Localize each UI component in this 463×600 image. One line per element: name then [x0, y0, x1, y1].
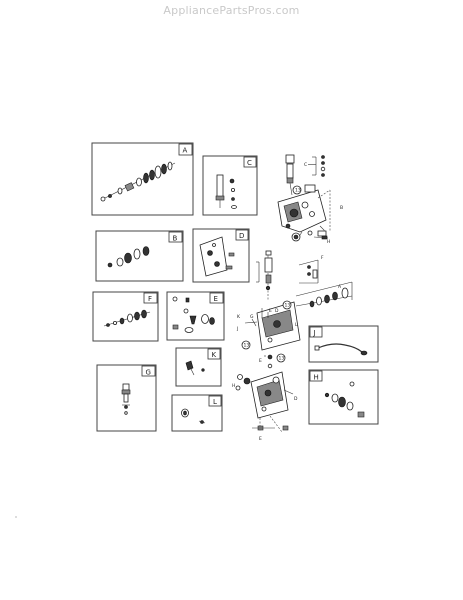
- svg-text:E: E: [269, 308, 272, 314]
- panel-g[interactable]: G: [96, 364, 157, 432]
- panel-l[interactable]: L: [171, 394, 223, 432]
- svg-text:D: D: [294, 396, 298, 402]
- watermark: AppliancePartsPros.com: [163, 4, 300, 17]
- scan-speck: [15, 516, 17, 518]
- svg-text:13: 13: [295, 188, 301, 194]
- svg-text:C: C: [247, 159, 252, 167]
- panel-e[interactable]: E: [166, 291, 225, 341]
- panel-b[interactable]: B: [95, 230, 184, 282]
- svg-text:D: D: [239, 232, 244, 240]
- central-pump-body: F A 13 13 13 J G E D K L E: [236, 255, 353, 369]
- svg-text:K: K: [237, 314, 241, 320]
- svg-text:L: L: [213, 398, 217, 406]
- panel-h[interactable]: H: [308, 369, 379, 425]
- svg-text:G: G: [250, 314, 254, 320]
- svg-text:B: B: [340, 205, 343, 211]
- svg-text:E: E: [214, 295, 218, 303]
- svg-text:H: H: [327, 239, 330, 245]
- svg-text:13: 13: [279, 356, 285, 362]
- svg-text:J: J: [236, 326, 238, 332]
- svg-text:L: L: [295, 322, 298, 328]
- svg-text:F: F: [148, 295, 152, 303]
- svg-text:K: K: [212, 351, 217, 359]
- svg-text:E: E: [259, 358, 262, 364]
- svg-text:D: D: [275, 308, 279, 314]
- panel-k[interactable]: K: [175, 347, 222, 387]
- lower-pump-body: H D E: [232, 371, 298, 442]
- svg-text:J: J: [313, 329, 316, 337]
- svg-text:C: C: [304, 162, 307, 168]
- svg-text:B: B: [173, 235, 178, 243]
- svg-text:A: A: [338, 284, 342, 290]
- panel-f[interactable]: F: [92, 291, 159, 342]
- panel-c[interactable]: C: [202, 155, 258, 216]
- svg-text:F: F: [321, 255, 324, 261]
- panel-a[interactable]: A: [91, 142, 194, 216]
- panel-d[interactable]: D: [192, 228, 250, 283]
- pump-head-assembly: 13 C B H: [277, 154, 343, 245]
- svg-text:E: E: [259, 436, 262, 442]
- svg-text:13: 13: [244, 343, 250, 349]
- panel-j[interactable]: J: [308, 325, 379, 363]
- svg-text:H: H: [314, 374, 319, 382]
- svg-text:13: 13: [285, 303, 291, 309]
- svg-text:G: G: [146, 369, 151, 377]
- valve-stack: [256, 250, 273, 300]
- svg-text:H: H: [232, 383, 235, 389]
- svg-text:A: A: [183, 147, 188, 155]
